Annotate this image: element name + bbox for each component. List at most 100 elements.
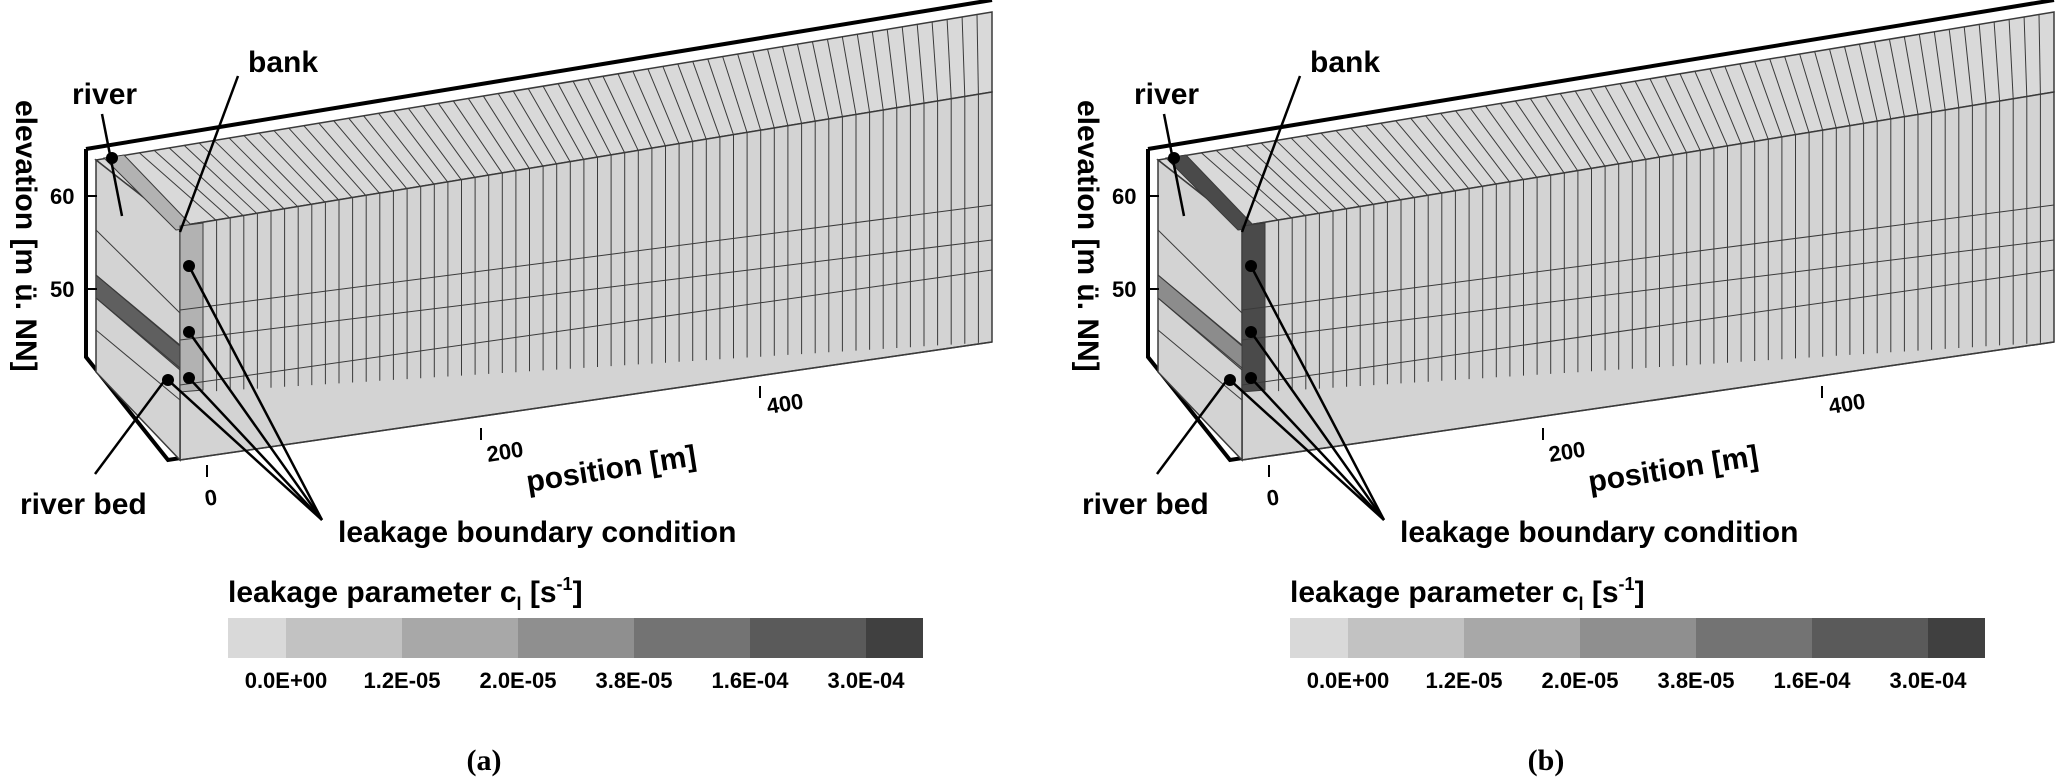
top-cell-line xyxy=(662,66,694,142)
elevation-tick-label: 50 xyxy=(1112,277,1136,302)
top-cell-line xyxy=(677,63,707,140)
top-cell-line xyxy=(722,56,748,133)
legend-label: 1.6E-04 xyxy=(1773,668,1851,693)
top-cell-line xyxy=(258,132,326,204)
top-cell-line xyxy=(1425,115,1484,188)
top-cell-line xyxy=(916,24,925,104)
end-layer-line xyxy=(95,274,181,346)
legend-label: 1.6E-04 xyxy=(711,668,789,693)
top-cell-line xyxy=(288,127,353,199)
river-marker xyxy=(106,152,118,164)
riverbed-strip xyxy=(95,273,181,372)
top-cell-line xyxy=(826,39,843,117)
elevation-axis-title: elevation [m ü. NN] xyxy=(1071,100,1104,372)
top-cell-line xyxy=(1395,120,1456,192)
boundary-leader xyxy=(1249,331,1386,521)
top-cell-line xyxy=(901,26,911,106)
top-cell-line xyxy=(931,21,939,102)
top-cell-line xyxy=(1664,75,1701,151)
boundary-marker xyxy=(1245,326,1257,338)
legend-title-close: ] xyxy=(1635,576,1645,609)
river-bed-leader xyxy=(1155,375,1232,475)
river-bed-label: river bed xyxy=(20,488,147,521)
position-tick-label: 0 xyxy=(203,484,219,511)
front-layer-line xyxy=(1241,204,2055,311)
top-cell-line xyxy=(1589,88,1633,163)
riverbed-strip xyxy=(1157,273,1243,372)
bank-leader xyxy=(178,75,240,233)
legend-swatch xyxy=(1348,618,1464,658)
legend-swatch xyxy=(634,618,750,658)
legend-title-sub: l xyxy=(517,594,522,614)
top-cell-line xyxy=(961,16,966,97)
front-layer-line xyxy=(1241,269,2055,386)
boundary-leader xyxy=(1229,379,1385,521)
front-layer-line xyxy=(179,204,993,311)
top-cell-line xyxy=(1903,36,1919,115)
top-cell-line xyxy=(1290,137,1361,208)
top-cell-line xyxy=(407,107,462,181)
top-cell-line xyxy=(1739,63,1769,140)
frame-top-edge xyxy=(1147,0,2055,151)
boundary-marker xyxy=(183,372,195,384)
top-cell-line xyxy=(1993,21,2001,102)
top-cell-line xyxy=(811,41,830,120)
top-cell-line xyxy=(2008,19,2014,99)
top-cell-line xyxy=(1948,29,1960,108)
block-bottom-edge xyxy=(1241,341,2055,461)
top-cell-line xyxy=(1784,56,1810,133)
river-leader xyxy=(100,113,124,217)
top-cell-line xyxy=(1679,73,1715,149)
top-cell-line xyxy=(422,105,476,179)
legend-label: 3.8E-05 xyxy=(1657,668,1734,693)
top-cell-line xyxy=(497,93,544,167)
top-cell-line xyxy=(1559,93,1606,167)
top-cell-line xyxy=(303,125,367,197)
top-cell-line xyxy=(378,112,435,185)
top-cell-line xyxy=(1245,144,1320,215)
boundary-leader xyxy=(187,331,324,521)
model-block-3d xyxy=(1146,0,2055,463)
frame-top-edge xyxy=(85,0,993,151)
top-cell-line xyxy=(1365,125,1429,197)
boundary-leader xyxy=(1249,265,1386,521)
position-tick-label: 200 xyxy=(1547,437,1587,467)
legend-title-main: leakage parameter c xyxy=(228,576,517,609)
legend-swatch xyxy=(750,618,866,658)
top-cell-line xyxy=(482,95,530,170)
legend-title-sup: -1 xyxy=(1619,574,1635,594)
top-cell-line xyxy=(1858,43,1878,122)
top-cell-line xyxy=(1799,53,1824,131)
top-cell-line xyxy=(632,71,666,147)
top-cell-line xyxy=(1814,51,1837,129)
boundary-marker xyxy=(1245,260,1257,272)
legend-swatch xyxy=(1464,618,1580,658)
top-cell-line xyxy=(363,115,422,188)
top-cell-line xyxy=(602,75,639,151)
bank-label: bank xyxy=(248,46,318,79)
top-cell-line xyxy=(617,73,653,149)
top-cell-line xyxy=(512,90,558,165)
legend-label: 3.0E-04 xyxy=(1889,668,1967,693)
boundary-marker xyxy=(1224,374,1236,386)
top-cell-line xyxy=(557,83,598,158)
top-cell-line xyxy=(198,142,272,213)
top-cell-line xyxy=(1619,83,1660,158)
legend-title: leakage parameter cl [s-1] xyxy=(228,574,583,614)
position-tick-label: 0 xyxy=(1265,484,1281,511)
legend-label: 1.2E-05 xyxy=(1425,668,1502,693)
position-tick-label: 400 xyxy=(765,389,805,419)
top-cell-line xyxy=(647,68,680,145)
top-cell-line xyxy=(1649,78,1688,154)
top-cell-line xyxy=(886,29,898,108)
end-layer-line xyxy=(1157,274,1243,346)
top-cell-line xyxy=(1963,26,1973,106)
block-bottom-edge xyxy=(179,341,993,461)
top-cell-line xyxy=(1724,66,1756,142)
top-cell-line xyxy=(1260,142,1334,213)
boundary-marker xyxy=(162,374,174,386)
legend-label: 2.0E-05 xyxy=(1541,668,1618,693)
